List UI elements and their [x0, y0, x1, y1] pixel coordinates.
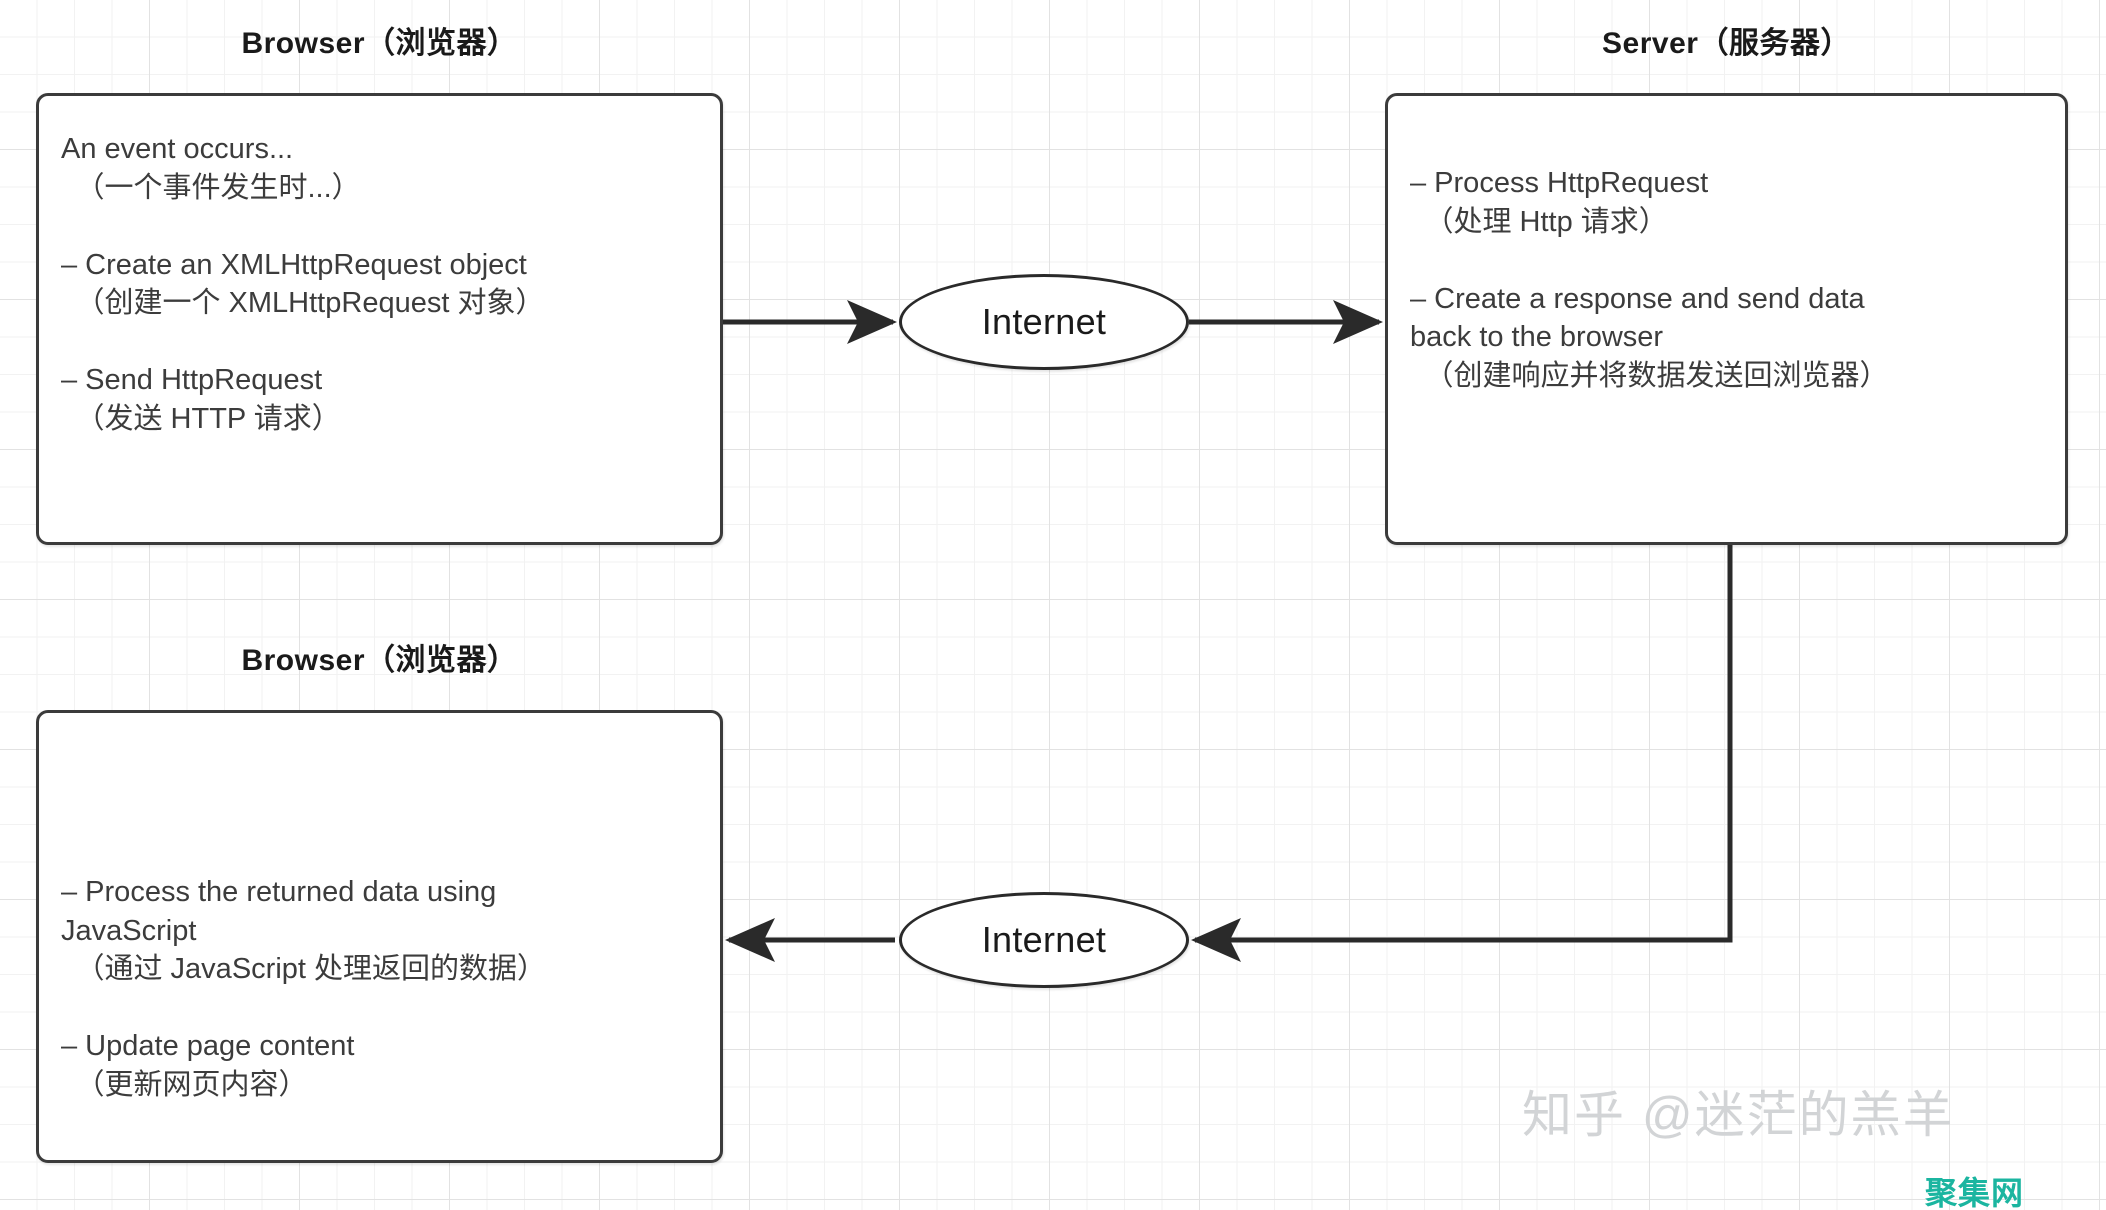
node-internet-upper[interactable]: Internet: [899, 274, 1189, 370]
node-browser-response[interactable]: – Process the returned data using JavaSc…: [36, 710, 723, 1163]
watermark-zhihu: 知乎 @迷茫的羔羊: [1522, 1087, 1955, 1143]
node-browser-request[interactable]: An event occurs... （一个事件发生时...） – Create…: [36, 93, 723, 545]
node-browser-request-text: An event occurs... （一个事件发生时...） – Create…: [61, 133, 545, 435]
internet-lower-label: Internet: [981, 919, 1107, 960]
node-server[interactable]: – Process HttpRequest （处理 Http 请求） – Cre…: [1385, 93, 2068, 545]
watermark-site: 聚集网: [1925, 1175, 2025, 1210]
internet-upper-label: Internet: [981, 301, 1107, 342]
node-internet-lower[interactable]: Internet: [899, 892, 1189, 988]
node-server-text: – Process HttpRequest （处理 Http 请求） – Cre…: [1410, 167, 1889, 392]
group-title-server: Server（服务器）: [1602, 27, 1851, 60]
node-browser-response-text: – Process the returned data using JavaSc…: [61, 876, 547, 1101]
group-title-browser-bottom: Browser（浏览器）: [241, 644, 518, 677]
edge-server-to-internet: [1190, 545, 1733, 962]
group-title-browser-top: Browser（浏览器）: [241, 27, 518, 60]
